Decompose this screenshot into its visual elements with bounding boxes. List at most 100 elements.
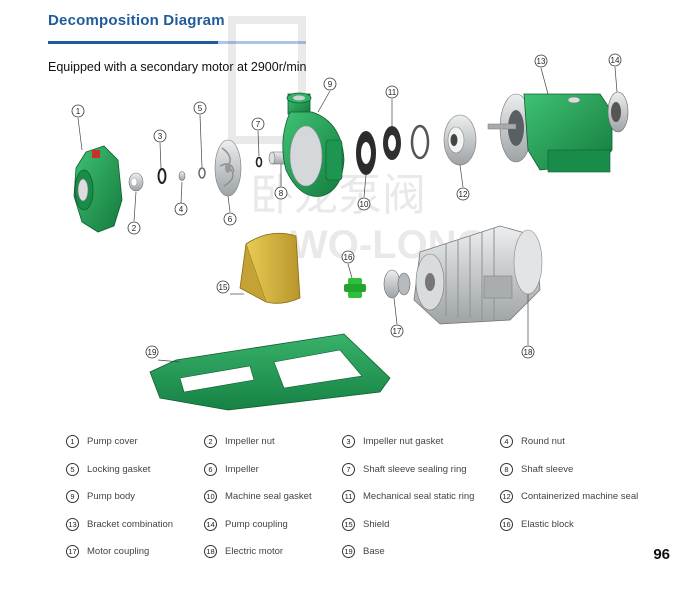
leader-lines <box>77 66 618 363</box>
legend-item: 10 Machine seal gasket <box>204 483 342 511</box>
legend-number: 4 <box>500 435 513 449</box>
callout-16: 16 <box>341 250 355 264</box>
svg-text:18: 18 <box>524 348 533 357</box>
legend-item: 12 Containerized machine seal <box>500 483 676 511</box>
legend-number: 7 <box>342 462 355 476</box>
round-nut-part <box>178 171 186 181</box>
legend-label: Pump cover <box>87 436 138 448</box>
base-part <box>149 333 391 411</box>
shaft-sleeve-sealing-ring-part <box>255 156 263 168</box>
callout-18: 18 <box>521 345 535 359</box>
legend-item: 16 Elastic block <box>500 511 676 539</box>
callout-5: 5 <box>193 101 207 115</box>
legend-label: Shield <box>363 518 390 530</box>
electric-motor-part <box>413 225 543 325</box>
legend-label: Pump coupling <box>225 518 288 530</box>
page-subtitle: Equipped with a secondary motor at 2900r… <box>48 60 307 74</box>
legend-item: 11 Mechanical seal static ring <box>342 483 500 511</box>
title-underline <box>48 41 306 44</box>
svg-text:7: 7 <box>256 120 261 129</box>
svg-text:16: 16 <box>344 253 353 262</box>
legend-label: Containerized machine seal <box>521 491 639 503</box>
svg-text:17: 17 <box>393 327 402 336</box>
callout-markers: 1 2 3 4 5 6 7 8 9 10 11 12 13 14 15 16 1… <box>71 53 622 359</box>
legend-number: 14 <box>204 517 217 531</box>
callout-13: 13 <box>534 54 548 68</box>
legend-number: 2 <box>204 435 217 449</box>
legend-number: 3 <box>342 435 355 449</box>
legend-number: 9 <box>66 490 79 504</box>
svg-text:8: 8 <box>279 189 284 198</box>
callout-17: 17 <box>390 324 404 338</box>
legend-number: 19 <box>342 545 355 559</box>
exploded-view-diagram: 卧龙泵阀 WO-LONG <box>71 16 629 411</box>
legend-number: 12 <box>500 490 513 504</box>
bracket-combination-part <box>487 93 613 173</box>
motor-coupling-part <box>383 269 411 299</box>
impeller-nut-gasket-part <box>157 168 167 184</box>
legend-label: Shaft sleeve sealing ring <box>363 463 467 475</box>
legend-label: Mechanical seal static ring <box>363 491 475 503</box>
svg-text:1: 1 <box>76 107 81 116</box>
pump-coupling-part <box>607 91 629 133</box>
shield-part <box>239 232 301 304</box>
legend-item: 9 Pump body <box>66 483 204 511</box>
legend-number: 1 <box>66 435 79 449</box>
callout-14: 14 <box>608 53 622 67</box>
svg-text:19: 19 <box>148 348 157 357</box>
legend-label: Pump body <box>87 491 136 503</box>
legend-label: Motor coupling <box>87 546 150 558</box>
impeller-part <box>214 139 242 197</box>
svg-text:2: 2 <box>132 224 137 233</box>
legend-number: 10 <box>204 490 217 504</box>
legend-item: 1 Pump cover <box>66 428 204 456</box>
callout-19: 19 <box>145 345 159 359</box>
legend-number: 5 <box>66 462 79 476</box>
page-title: Decomposition Diagram <box>48 12 225 29</box>
callout-11: 11 <box>385 85 399 99</box>
svg-text:4: 4 <box>179 205 184 214</box>
legend-label: Elastic block <box>521 518 574 530</box>
callout-4: 4 <box>174 202 188 216</box>
legend-item: 5 Locking gasket <box>66 456 204 484</box>
callout-10: 10 <box>357 197 371 211</box>
legend-number: 18 <box>204 545 217 559</box>
mechanical-seal-static-ring-part <box>383 124 430 160</box>
legend-number: 11 <box>342 490 355 504</box>
legend-item: 8 Shaft sleeve <box>500 456 676 484</box>
svg-text:9: 9 <box>328 80 333 89</box>
elastic-block-part <box>344 278 366 298</box>
callout-6: 6 <box>223 212 237 226</box>
legend-number: 6 <box>204 462 217 476</box>
callout-12: 12 <box>456 187 470 201</box>
svg-text:10: 10 <box>360 200 369 209</box>
legend-label: Machine seal gasket <box>225 491 312 503</box>
page-number: 96 <box>653 546 670 563</box>
svg-text:13: 13 <box>537 57 546 66</box>
callout-7: 7 <box>251 117 265 131</box>
callout-8: 8 <box>274 186 288 200</box>
svg-text:6: 6 <box>228 215 233 224</box>
svg-text:15: 15 <box>219 283 228 292</box>
legend-label: Round nut <box>521 436 565 448</box>
legend-number: 8 <box>500 462 513 476</box>
svg-text:14: 14 <box>611 56 620 65</box>
legend-label: Shaft sleeve <box>521 463 574 475</box>
legend-label: Locking gasket <box>87 463 151 475</box>
legend-number: 16 <box>500 517 513 531</box>
callout-9: 9 <box>323 77 337 91</box>
callout-2: 2 <box>127 221 141 235</box>
machine-seal-gasket-part <box>356 131 376 175</box>
legend-item: 14 Pump coupling <box>204 511 342 539</box>
svg-text:5: 5 <box>198 104 203 113</box>
legend-item: 4 Round nut <box>500 428 676 456</box>
svg-text:11: 11 <box>388 88 397 97</box>
